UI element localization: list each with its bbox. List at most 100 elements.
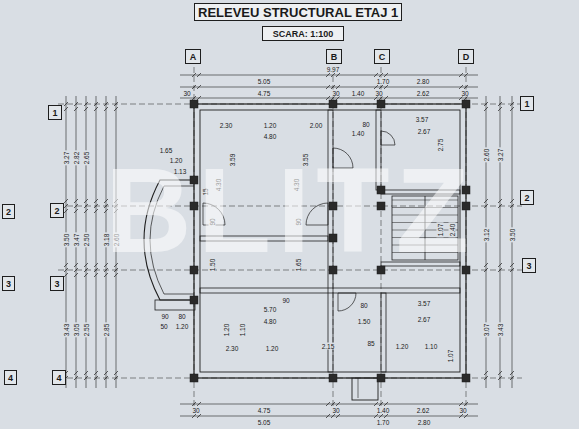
grid-bubble: B: [326, 49, 342, 64]
dimension-tick: [459, 402, 463, 406]
dimension: 2.62: [416, 407, 431, 414]
dimension-tick: [336, 96, 340, 100]
grid-bubble: 3: [522, 258, 536, 273]
dimension-tick: [326, 96, 330, 100]
dimension: 5.05: [257, 78, 272, 85]
dimension: 2.80: [416, 78, 431, 85]
dimension: 1.40: [351, 130, 366, 137]
dimension-tick: [74, 263, 78, 267]
dimension-tick: [326, 73, 330, 77]
grid-label: 4: [8, 373, 13, 383]
dimension: 2.50: [83, 233, 90, 248]
dimension-tick: [484, 376, 488, 380]
dimension-line: [180, 87, 478, 88]
dimension: 1.70: [376, 419, 391, 426]
dimension-tick: [74, 102, 78, 106]
scale-box: SCARA: 1:100: [262, 26, 344, 41]
dimension-tick: [94, 199, 98, 203]
dimension-tick: [94, 204, 98, 208]
wall: [381, 293, 386, 372]
dimension: 90: [160, 313, 169, 320]
dimension-tick: [384, 73, 388, 77]
dimension: 90: [281, 297, 290, 304]
dimension: 50: [159, 323, 168, 330]
dimension-tick: [104, 107, 108, 111]
dimension-tick: [192, 85, 196, 89]
wall: [200, 288, 460, 293]
dimension-tick: [498, 199, 502, 203]
dimension-tick: [94, 273, 98, 277]
dimension: 30: [331, 407, 340, 414]
dimension-tick: [94, 102, 98, 106]
dimension-tick: [64, 102, 68, 106]
dimension-tick: [326, 414, 330, 418]
entrance-door: [358, 378, 359, 398]
dimension-tick: [374, 96, 378, 100]
dimension: 1.20: [175, 323, 190, 330]
grid-bubble: 1: [48, 105, 62, 120]
dimension-tick: [498, 204, 502, 208]
dimension-tick: [64, 209, 68, 213]
dimension: 2.67: [417, 128, 432, 135]
dimension-tick: [94, 371, 98, 375]
grid-bubble: 3: [50, 276, 64, 291]
dimension-tick: [64, 268, 68, 272]
dimension-tick: [74, 204, 78, 208]
grid-label: 2: [6, 207, 11, 217]
dimension-tick: [64, 204, 68, 208]
grid-bubble: 2: [2, 204, 15, 219]
dimension: 2.30: [219, 122, 234, 129]
dimension-tick: [510, 268, 514, 272]
dimension-tick: [192, 96, 196, 100]
dimension: 2.82: [73, 151, 80, 166]
dimension-tick: [379, 73, 383, 77]
dimension: 2.55: [83, 323, 90, 338]
dimension: 85: [366, 340, 375, 347]
dimension: 4.75: [257, 407, 272, 414]
dimension: 30: [331, 90, 340, 97]
dimension: 1.70: [376, 78, 391, 85]
watermark: BLITZ: [104, 150, 476, 270]
dimension-tick: [74, 371, 78, 375]
dimension-tick: [84, 376, 88, 380]
dimension-tick: [374, 402, 378, 406]
grid-bubble: C: [374, 49, 390, 64]
dimension-line: [180, 75, 478, 76]
dimension: 3.27: [497, 148, 504, 163]
dimension: 30: [460, 90, 469, 97]
dimension-tick: [498, 107, 502, 111]
dimension: 30: [191, 407, 200, 414]
dimension: 1.20: [223, 323, 230, 338]
dimension-tick: [74, 376, 78, 380]
dimension: 5.05: [257, 419, 272, 426]
dimension-tick: [64, 273, 68, 277]
grid-bubble: 2: [50, 203, 64, 218]
dimension: 1.10: [424, 343, 439, 350]
dimension: 3.50: [509, 228, 516, 243]
dimension: 3.50: [63, 233, 70, 248]
dimension-tick: [331, 402, 335, 406]
grid-label: C: [379, 52, 386, 62]
dimension-tick: [510, 199, 514, 203]
dimension-tick: [64, 263, 68, 267]
dimension-tick: [197, 96, 201, 100]
dimension-tick: [192, 402, 196, 406]
dimension: 3.05: [73, 323, 80, 338]
dimension-tick: [114, 273, 118, 277]
grid-bubble: A: [185, 49, 201, 64]
dimension-tick: [104, 371, 108, 375]
grid-bubble: 2: [520, 190, 534, 205]
dimension-tick: [192, 73, 196, 77]
dimension-tick: [197, 402, 201, 406]
column: [190, 296, 198, 304]
dimension: 2.15: [321, 343, 336, 350]
dimension-tick: [384, 414, 388, 418]
dimension-tick: [384, 402, 388, 406]
dimension-tick: [84, 209, 88, 213]
dimension-tick: [464, 73, 468, 77]
dimension-tick: [498, 268, 502, 272]
dimension-tick: [459, 73, 463, 77]
grid-label: 3: [54, 279, 59, 289]
dimension: 2.80: [417, 419, 432, 426]
dimension-tick: [104, 376, 108, 380]
